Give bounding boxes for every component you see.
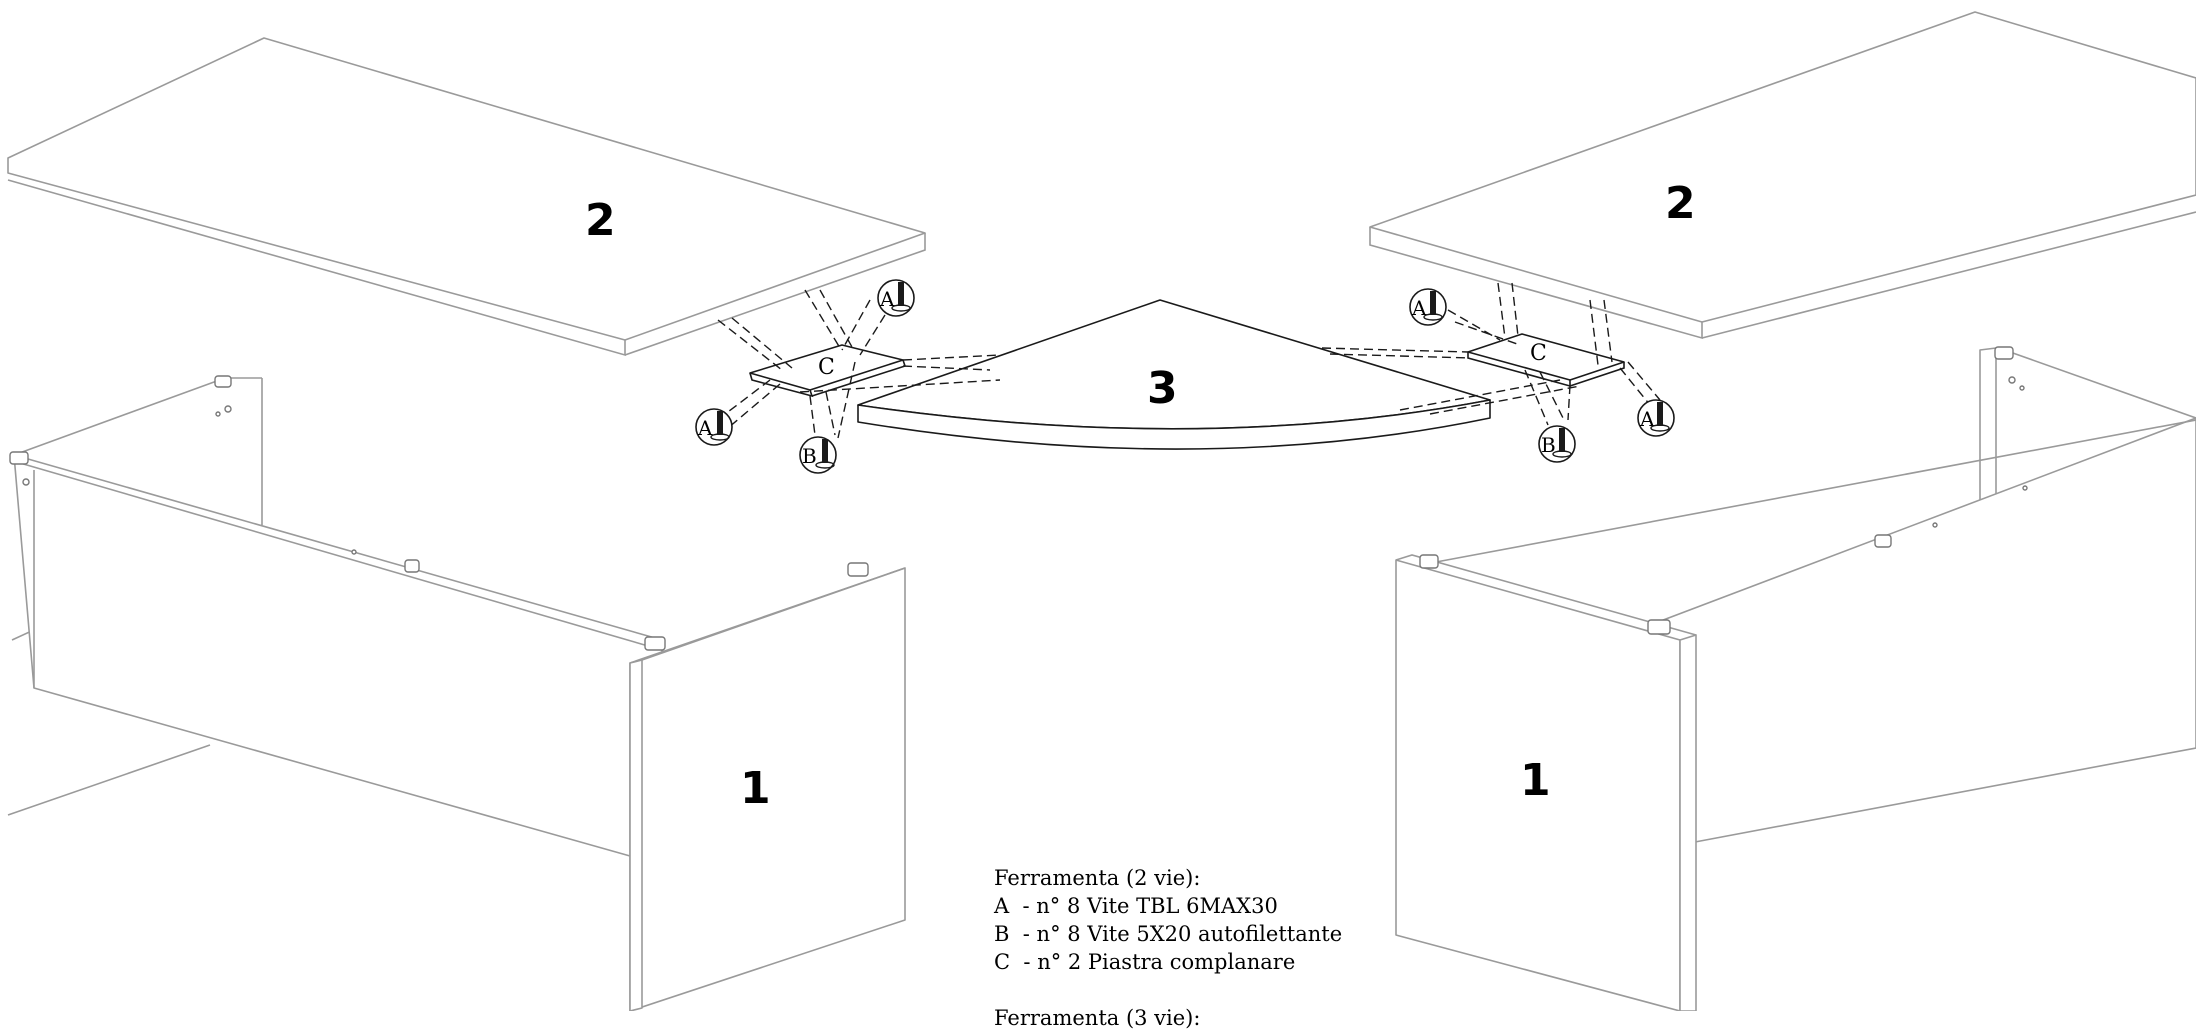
label-corner-panel: 3 <box>1147 363 1178 414</box>
label-left-side-panel: 1 <box>740 763 771 814</box>
left-callout-a-bottom: A <box>695 408 733 446</box>
svg-text:B: B <box>802 444 817 468</box>
right-modesty-panel <box>1649 417 2196 843</box>
label-left-top-panel: 2 <box>585 195 616 246</box>
left-connection: A A B C <box>695 279 1001 474</box>
svg-text:A: A <box>1639 407 1655 431</box>
left-callout-b: B <box>799 436 837 474</box>
right-top-panel-2 <box>1369 11 2196 323</box>
right-callout-a-top: A <box>1409 288 1447 326</box>
left-top-panel-2 <box>7 37 926 341</box>
legend-title-3-vie: Ferramenta (3 vie): <box>994 1006 1201 1030</box>
hardware-legend: Ferramenta (2 vie): A - n° 8 Vite TBL 6M… <box>994 864 1342 1032</box>
right-cam-fittings <box>1419 346 2028 635</box>
legend-item-a: A - n° 8 Vite TBL 6MAX30 <box>994 894 1278 918</box>
right-callout-a-bottom: A <box>1637 399 1675 437</box>
legend-title-2-vie: Ferramenta (2 vie): <box>994 866 1201 890</box>
corner-panel-3 <box>857 299 1491 450</box>
right-connection: A A B C <box>1321 282 1675 463</box>
label-right-side-panel: 1 <box>1520 755 1551 806</box>
legend-item-c: C - n° 2 Piastra complanare <box>994 950 1296 974</box>
svg-text:A: A <box>1411 296 1427 320</box>
left-cam-fittings <box>9 375 869 651</box>
right-callout-b: B <box>1538 425 1576 463</box>
right-plate-letter: C <box>1530 341 1547 366</box>
svg-text:A: A <box>697 416 713 440</box>
svg-text:B: B <box>1541 433 1556 457</box>
left-modesty-panel <box>13 454 663 866</box>
left-callout-a-top: A <box>877 279 915 317</box>
right-side-panel-1 <box>1395 559 1681 1011</box>
left-plate-letter: C <box>818 355 835 380</box>
svg-text:A: A <box>879 287 895 311</box>
left-desk <box>7 37 926 1011</box>
label-right-top-panel: 2 <box>1665 178 1696 229</box>
legend-item-b: B - n° 8 Vite 5X20 autofilettante <box>994 922 1343 946</box>
right-desk <box>1369 11 2196 1011</box>
assembly-diagram: A A B C A <box>7 11 2196 1011</box>
